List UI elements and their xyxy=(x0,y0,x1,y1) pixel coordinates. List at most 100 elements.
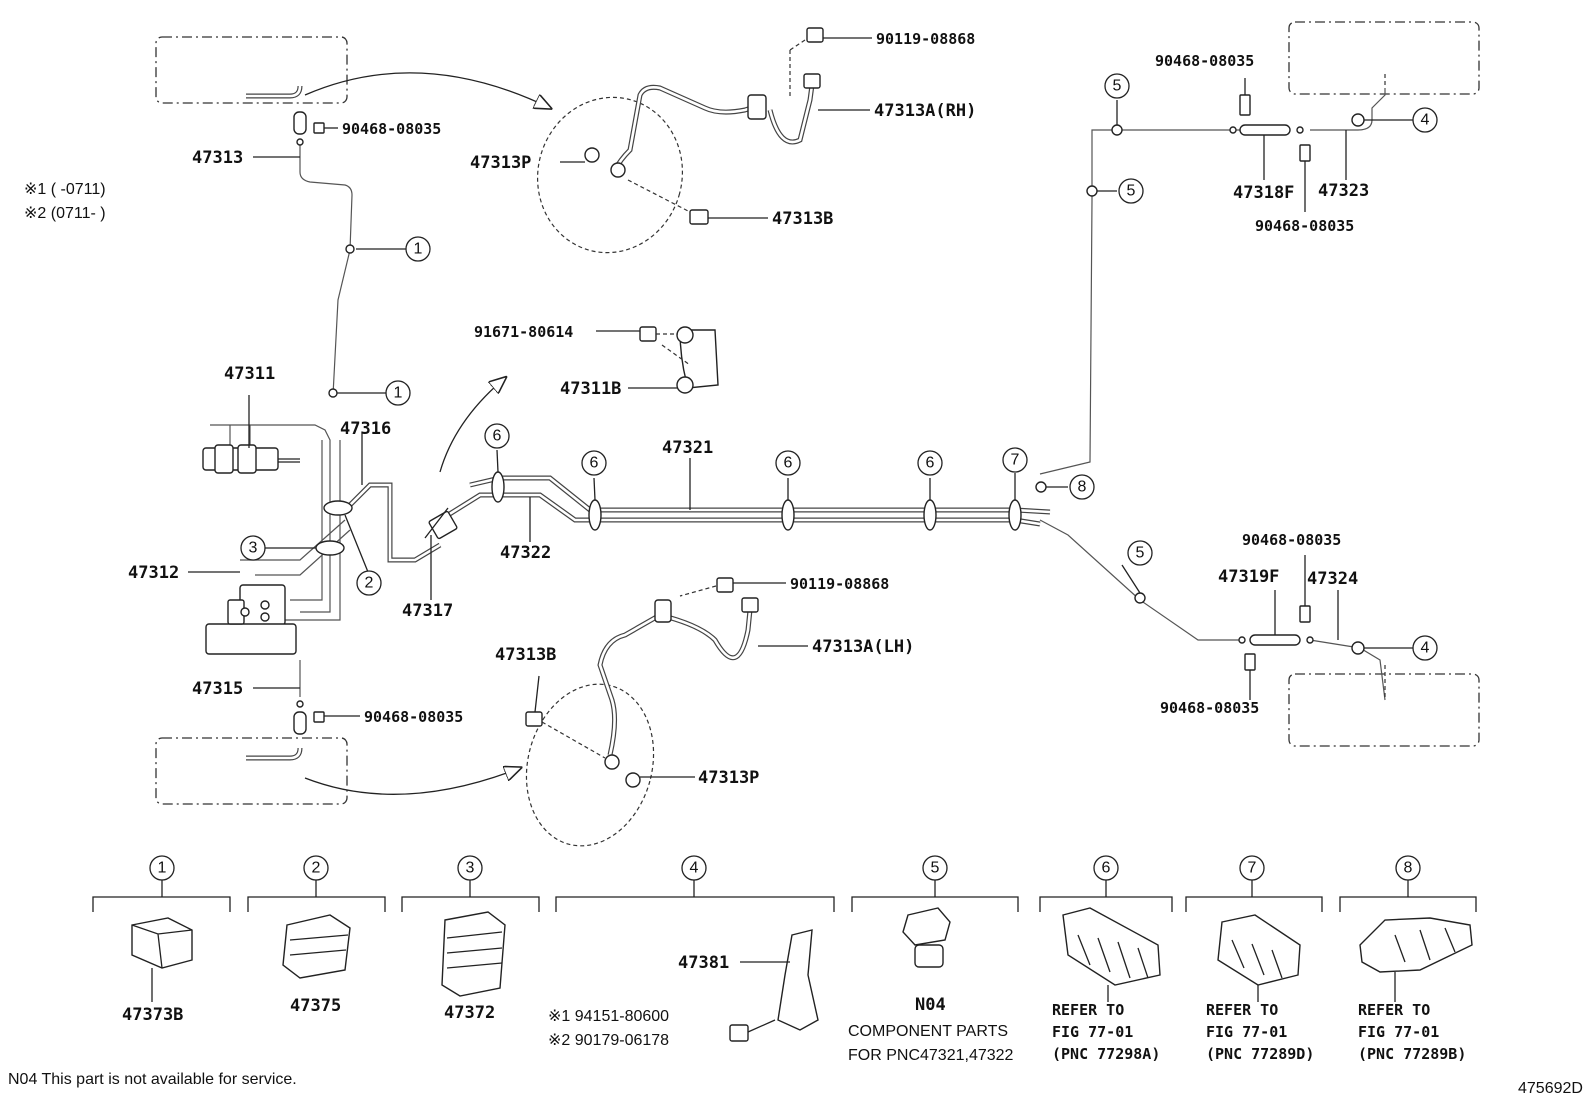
clip-1a xyxy=(345,244,355,254)
abs-actuator-47312 xyxy=(205,584,297,655)
bracket-47311B xyxy=(639,326,719,394)
svg-text:2: 2 xyxy=(312,860,321,877)
arrow-front-rh xyxy=(304,72,550,108)
label-90468-br2: 90468-08035 xyxy=(1160,699,1259,717)
legend-8: 8 REFER TO FIG 77-01 (PNC 77289B) xyxy=(1339,855,1477,1063)
label-47316: 47316 xyxy=(340,419,391,439)
svg-text:2: 2 xyxy=(365,575,374,592)
callout-6c: 6 xyxy=(775,450,801,476)
label-47311B: 47311B xyxy=(560,379,621,399)
svg-text:N04: N04 xyxy=(915,995,946,1015)
svg-text:REFER TO: REFER TO xyxy=(1052,1001,1124,1019)
legend-6: 6 REFER TO FIG 77-01 (PNC 77298A) xyxy=(1039,855,1173,1063)
legend-2: 2 47375 xyxy=(247,855,386,1016)
svg-text:REFER TO: REFER TO xyxy=(1358,1001,1430,1019)
callout-7: 7 xyxy=(1002,447,1028,473)
label-47313B-bot: 47313B xyxy=(495,645,556,665)
svg-text:6: 6 xyxy=(493,428,502,445)
front-rh-caliper-area xyxy=(155,36,348,104)
svg-text:4: 4 xyxy=(1421,112,1430,129)
svg-text:6: 6 xyxy=(784,455,793,472)
svg-text:47381: 47381 xyxy=(678,953,729,973)
flare-fitting-front-rh xyxy=(246,85,325,146)
svg-text:47372: 47372 xyxy=(444,1003,495,1023)
svg-text:1: 1 xyxy=(414,241,423,258)
flare-fitting-front-lh xyxy=(246,700,325,761)
clip-5b xyxy=(1086,185,1098,197)
callout-2: 2 xyxy=(356,570,382,596)
svg-text:REFER TO: REFER TO xyxy=(1206,1001,1278,1019)
note-2: ※2 (0711- ) xyxy=(24,205,106,222)
label-47315: 47315 xyxy=(192,679,243,699)
clip-6c xyxy=(781,499,795,531)
svg-text:7: 7 xyxy=(1248,860,1257,877)
fitting-rl xyxy=(1351,641,1365,655)
label-47311: 47311 xyxy=(224,364,275,384)
callout-5a: 5 xyxy=(1104,73,1130,99)
svg-text:(PNC 77289D): (PNC 77289D) xyxy=(1206,1045,1314,1063)
legend-5: 5 N04 COMPONENT PARTS FOR PNC47321,47322 xyxy=(848,855,1019,1064)
svg-text:(PNC 77298A): (PNC 77298A) xyxy=(1052,1045,1160,1063)
svg-text:※1 94151-80600: ※1 94151-80600 xyxy=(548,1008,669,1025)
label-91671: 91671-80614 xyxy=(474,323,573,341)
callout-1b: 1 xyxy=(385,380,411,406)
svg-text:5: 5 xyxy=(931,860,940,877)
svg-text:3: 3 xyxy=(466,860,475,877)
arrow-front-lh xyxy=(304,768,520,795)
svg-text:3: 3 xyxy=(249,540,258,557)
label-90468-bl: 90468-08035 xyxy=(364,708,463,726)
label-47313B-top: 47313B xyxy=(772,209,833,229)
rear-lh-wheel-area xyxy=(1288,673,1480,747)
label-47313A-RH: 47313A(RH) xyxy=(874,101,976,121)
clip-7 xyxy=(1008,499,1022,531)
master-cylinder-47311 xyxy=(202,444,300,474)
label-47319F: 47319F xyxy=(1218,567,1279,587)
label-47322: 47322 xyxy=(500,543,551,563)
svg-text:6: 6 xyxy=(590,455,599,472)
svg-text:1: 1 xyxy=(158,860,167,877)
svg-text:5: 5 xyxy=(1113,78,1122,95)
legend-1: 1 47373B xyxy=(92,855,231,1025)
svg-text:4: 4 xyxy=(1421,640,1430,657)
master-cylinder-tubes xyxy=(210,424,351,621)
svg-text:COMPONENT PARTS: COMPONENT PARTS xyxy=(848,1023,1008,1040)
front-lh-caliper-area xyxy=(155,737,348,805)
svg-text:8: 8 xyxy=(1078,479,1087,496)
clip-5c xyxy=(1134,592,1146,604)
rear-lh-flex-hose-47319F xyxy=(1238,605,1386,700)
figure-id: 475692D xyxy=(1518,1080,1583,1097)
tube-47313 xyxy=(299,145,353,396)
svg-text:(PNC 77289B): (PNC 77289B) xyxy=(1358,1045,1466,1063)
svg-text:4: 4 xyxy=(690,860,699,877)
label-90468-tr: 90468-08035 xyxy=(1155,52,1254,70)
label-47313A-LH: 47313A(LH) xyxy=(812,637,914,657)
svg-text:※2 90179-06178: ※2 90179-06178 xyxy=(548,1032,669,1049)
svg-text:1: 1 xyxy=(394,385,403,402)
rear-rh-flex-hose-47318F xyxy=(1229,74,1386,162)
clip-6b xyxy=(588,499,602,531)
callout-5c: 5 xyxy=(1127,540,1153,566)
label-47323: 47323 xyxy=(1318,181,1369,201)
label-47313P-top: 47313P xyxy=(470,153,531,173)
tube-rear-rh xyxy=(1039,88,1386,475)
rear-rh-wheel-area xyxy=(1288,21,1480,95)
clip-6a xyxy=(491,471,505,503)
legend-3: 3 47372 xyxy=(401,855,540,1023)
callout-4b: 4 xyxy=(1412,635,1438,661)
callout-6d: 6 xyxy=(917,450,943,476)
front-rh-hose-assembly xyxy=(536,27,824,254)
label-47317: 47317 xyxy=(402,601,453,621)
clamp-2 xyxy=(323,500,353,516)
label-47321: 47321 xyxy=(662,438,713,458)
svg-text:6: 6 xyxy=(1102,860,1111,877)
svg-text:5: 5 xyxy=(1127,183,1136,200)
arrow-bracket xyxy=(439,378,505,473)
callout-6a: 6 xyxy=(484,423,510,449)
fitting-rr xyxy=(1351,113,1365,127)
callout-4a: 4 xyxy=(1412,107,1438,133)
label-47313P-bot: 47313P xyxy=(698,768,759,788)
leader-lines xyxy=(188,37,1385,778)
label-90468-tr2: 90468-08035 xyxy=(1255,217,1354,235)
note-1: ※1 ( -0711) xyxy=(24,181,106,198)
